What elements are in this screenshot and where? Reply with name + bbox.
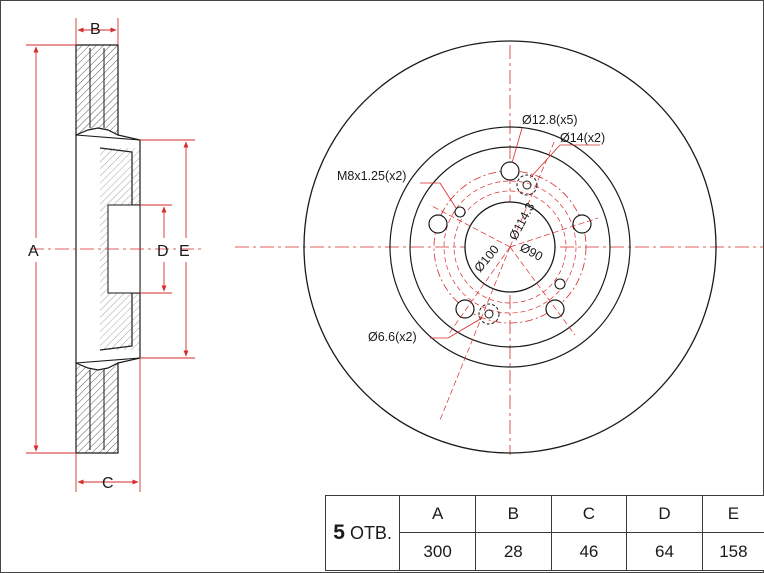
hat-outer — [409, 146, 611, 348]
dim-A-label: A — [28, 243, 39, 260]
header-B: B — [475, 495, 552, 533]
value-B: 28 — [475, 532, 552, 571]
disc-outer-edge — [303, 40, 717, 454]
spec-table: 5 ОТВ. A B C D E 300 28 46 64 158 — [324, 495, 764, 571]
bolt-hole — [428, 214, 448, 234]
threaded-hole — [554, 278, 566, 290]
dim-E-label: E — [179, 243, 190, 260]
braking-surface-inner — [389, 126, 631, 368]
side-dimensions — [26, 18, 195, 492]
bolt-hole — [500, 161, 520, 181]
header-D: D — [626, 495, 703, 533]
bolt-hole — [572, 214, 592, 234]
callout-14: Ø14(x2) — [560, 131, 605, 145]
header-C: C — [550, 495, 628, 533]
locating-hole-14 — [516, 174, 538, 196]
holes-number: 5 — [333, 521, 345, 544]
side-view — [30, 44, 205, 454]
value-A: 300 — [399, 532, 477, 571]
holes-suffix: ОТВ. — [349, 523, 392, 543]
locating-hole-14 — [478, 303, 500, 325]
value-C: 46 — [550, 532, 628, 571]
front-view — [235, 40, 764, 455]
value-D: 64 — [626, 532, 703, 571]
dim-C-label: C — [102, 475, 114, 492]
dim-B-label: B — [90, 21, 101, 38]
callout-thread: M8x1.25(x2) — [337, 169, 406, 183]
lower-friction-ring — [75, 362, 119, 454]
bolt-hole — [545, 299, 565, 319]
upper-friction-ring — [75, 44, 119, 136]
callout-holes: Ø12.8(x5) — [522, 113, 578, 127]
holes-count-cell: 5 ОТВ. — [324, 495, 401, 571]
value-E: 158 — [701, 532, 764, 571]
header-A: A — [399, 495, 477, 533]
dim-D-label: D — [157, 243, 169, 260]
callout-66: Ø6.6(x2) — [368, 330, 417, 344]
threaded-hole — [454, 206, 466, 218]
bolt-hole — [455, 299, 475, 319]
header-E: E — [701, 495, 764, 533]
